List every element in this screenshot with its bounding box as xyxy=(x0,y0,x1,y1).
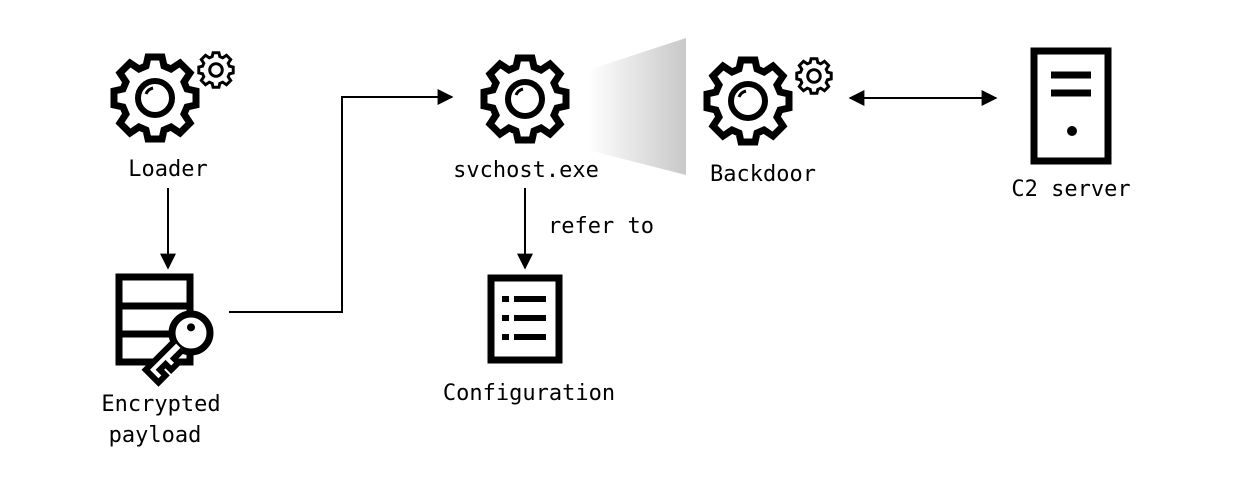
configuration-node: Configuration xyxy=(443,274,615,406)
configuration-label: Configuration xyxy=(443,381,615,406)
injection-beam xyxy=(588,38,686,175)
payload-label-line2: payload xyxy=(109,423,202,448)
payload-label-line1: Encrypted xyxy=(101,392,220,417)
database-key-icon xyxy=(115,273,214,387)
server-tower-icon xyxy=(1030,47,1112,165)
gear-icon xyxy=(484,58,566,140)
c2-server-node: C2 server xyxy=(1011,47,1131,202)
edge-payload-to-svchost xyxy=(229,89,454,313)
svchost-node: svchost.exe xyxy=(453,58,599,183)
c2-server-label: C2 server xyxy=(1011,177,1130,202)
document-list-icon xyxy=(487,274,563,364)
gear-pair-icon xyxy=(707,59,833,142)
loader-node: Loader xyxy=(114,51,235,182)
svchost-label: svchost.exe xyxy=(453,158,599,183)
edge-label-refer-to: refer to xyxy=(548,214,654,239)
backdoor-node: Backdoor xyxy=(707,59,833,187)
payload-node: Encrypted payload xyxy=(101,273,221,448)
loader-label: Loader xyxy=(128,157,207,182)
gear-pair-icon xyxy=(114,51,235,139)
backdoor-label: Backdoor xyxy=(710,162,816,187)
